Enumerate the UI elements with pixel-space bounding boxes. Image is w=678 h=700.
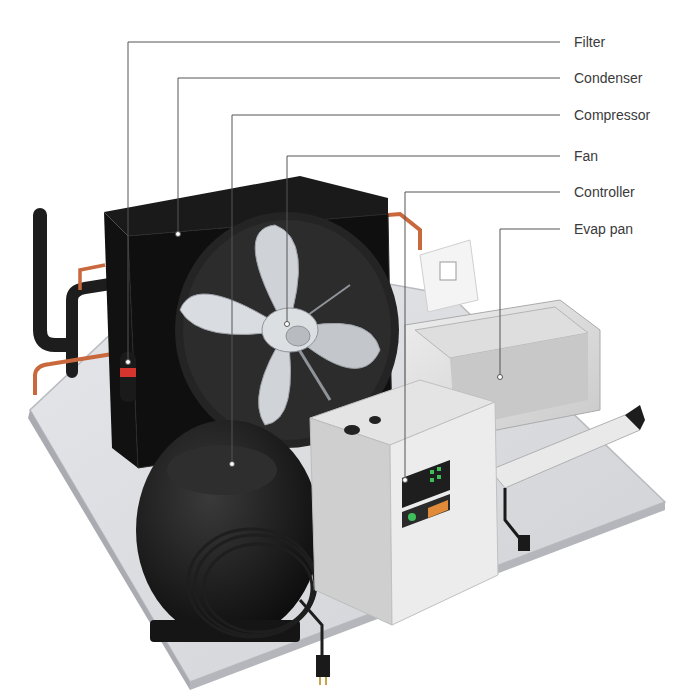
part-label: Fan [572,148,600,164]
part-label: Evap pan [572,221,635,237]
copper-pipe [80,265,105,290]
outlet [440,262,456,280]
heater [490,415,640,488]
indicator [437,467,441,471]
fan-blade [287,323,380,368]
plug-pin [319,677,321,685]
knockout [369,416,381,424]
outlet-box [420,240,478,312]
indicator [430,478,434,482]
leader-dots [126,232,503,483]
fan-hub [286,326,310,346]
knockout [344,425,360,435]
part-label: Controller [572,184,637,200]
compressor-top [167,445,277,495]
fan-motor [262,308,318,352]
power-cord [188,529,322,660]
compressor-shell [136,420,320,640]
filter-band [120,368,136,377]
switch [428,500,448,518]
indicator [437,475,441,479]
controller-panel [402,494,450,528]
plug-pin [325,677,327,685]
part-label: Condenser [572,70,645,86]
controller-front [390,402,498,625]
part-label: Filter [572,34,607,50]
plug [518,535,530,551]
plug [316,655,330,677]
leader-lines [128,42,560,478]
filter-drier [120,352,136,402]
switch [408,513,416,521]
indicator [430,470,434,474]
part-label: Compressor [572,107,652,123]
insulated-tube [40,215,70,345]
heater-cap [625,405,645,430]
controller-side [310,418,392,625]
